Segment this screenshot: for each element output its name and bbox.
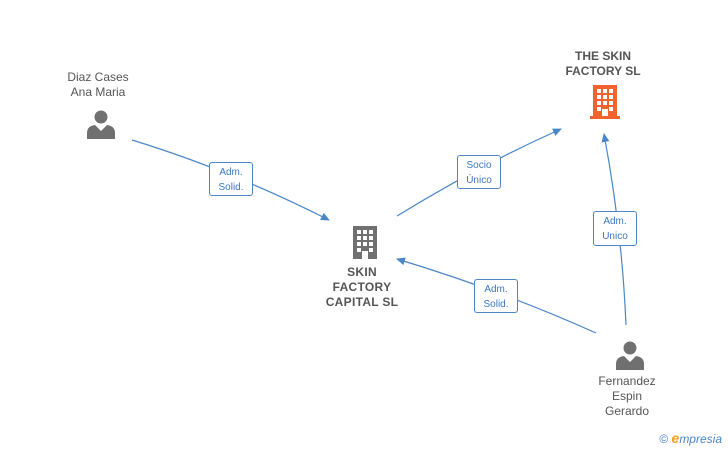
node-capital-line3: CAPITAL SL: [325, 295, 399, 309]
node-label-skin-capital: SKIN FACTORY CAPITAL SL: [312, 265, 412, 310]
copyright-brand: © empresia: [659, 430, 722, 446]
person-icon[interactable]: [86, 109, 116, 139]
node-label-fernandez: Fernandez Espin Gerardo: [577, 374, 677, 419]
edge-label-fernandez-skin[interactable]: Adm. Unico: [593, 211, 637, 246]
edge-label-line1: Adm.: [219, 167, 243, 178]
person-icon[interactable]: [615, 340, 645, 370]
edge-label-line2: Unico: [602, 231, 628, 242]
node-label-the-skin: THE SKIN FACTORY SL: [548, 49, 658, 79]
edge-label-fernandez-capital[interactable]: Adm. Solid.: [474, 279, 518, 313]
node-the-skin-line2: FACTORY SL: [565, 64, 641, 78]
edge-label-line2: Solid.: [218, 182, 244, 193]
building-icon[interactable]: [350, 225, 380, 259]
node-fernandez-line3: Gerardo: [604, 404, 650, 418]
node-capital-line1: SKIN: [347, 265, 377, 279]
target-building-icon[interactable]: [590, 84, 620, 119]
node-fernandez-line1: Fernandez: [598, 374, 656, 388]
copyright-icon: ©: [659, 432, 669, 446]
edge-label-line2: Único: [466, 175, 492, 186]
edge-label-capital-skin[interactable]: Socio Único: [457, 155, 501, 189]
node-capital-line2: FACTORY: [332, 280, 392, 294]
node-label-diaz: Diaz Cases Ana Maria: [48, 70, 148, 100]
node-diaz-line1: Diaz Cases: [67, 70, 129, 84]
brand-logo-e: e: [671, 430, 680, 446]
brand-logo-text: mpresia: [679, 432, 722, 446]
edge-label-line2: Solid.: [483, 299, 509, 310]
node-diaz-line2: Ana Maria: [70, 85, 126, 99]
node-fernandez-line2: Espin: [611, 389, 643, 403]
edge-label-line1: Adm.: [484, 284, 508, 295]
edge-label-line1: Adm.: [603, 216, 627, 227]
node-the-skin-line1: THE SKIN: [574, 49, 631, 63]
edge-label-diaz-capital[interactable]: Adm. Solid.: [209, 162, 253, 196]
edge-label-line1: Socio: [466, 160, 492, 171]
